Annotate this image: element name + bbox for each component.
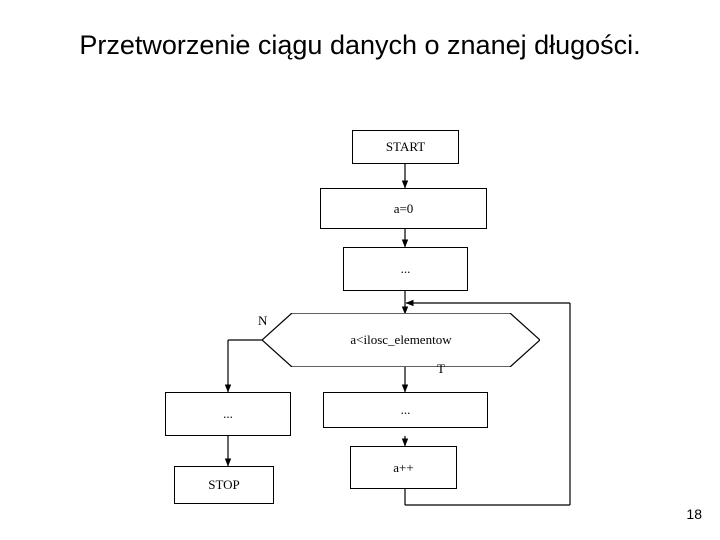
node-condition-label: a<ilosc_elementow	[350, 332, 452, 347]
node-left-branch: ...	[165, 392, 291, 436]
node-init-label: a=0	[393, 200, 414, 216]
node-body: ...	[323, 392, 488, 428]
node-stop-label: STOP	[208, 477, 240, 492]
node-increment-label: a++	[393, 459, 414, 475]
edge-label-true: T	[437, 361, 445, 376]
node-left-branch-label: ...	[223, 406, 233, 421]
node-stop: STOP	[174, 466, 274, 504]
node-condition: a<ilosc_elementow	[262, 313, 540, 367]
page-title: Przetworzenie ciągu danych o znanej dług…	[79, 30, 641, 60]
node-body-label: ...	[400, 402, 411, 417]
node-start-label: START	[385, 139, 426, 154]
edge-label-false: N	[258, 313, 268, 328]
node-read-label: ...	[400, 261, 411, 276]
node-read: ...	[343, 247, 468, 291]
page-number: 18	[686, 506, 702, 522]
node-init: a=0	[320, 188, 487, 229]
node-start: START	[352, 130, 459, 164]
node-increment: a++	[350, 446, 457, 489]
